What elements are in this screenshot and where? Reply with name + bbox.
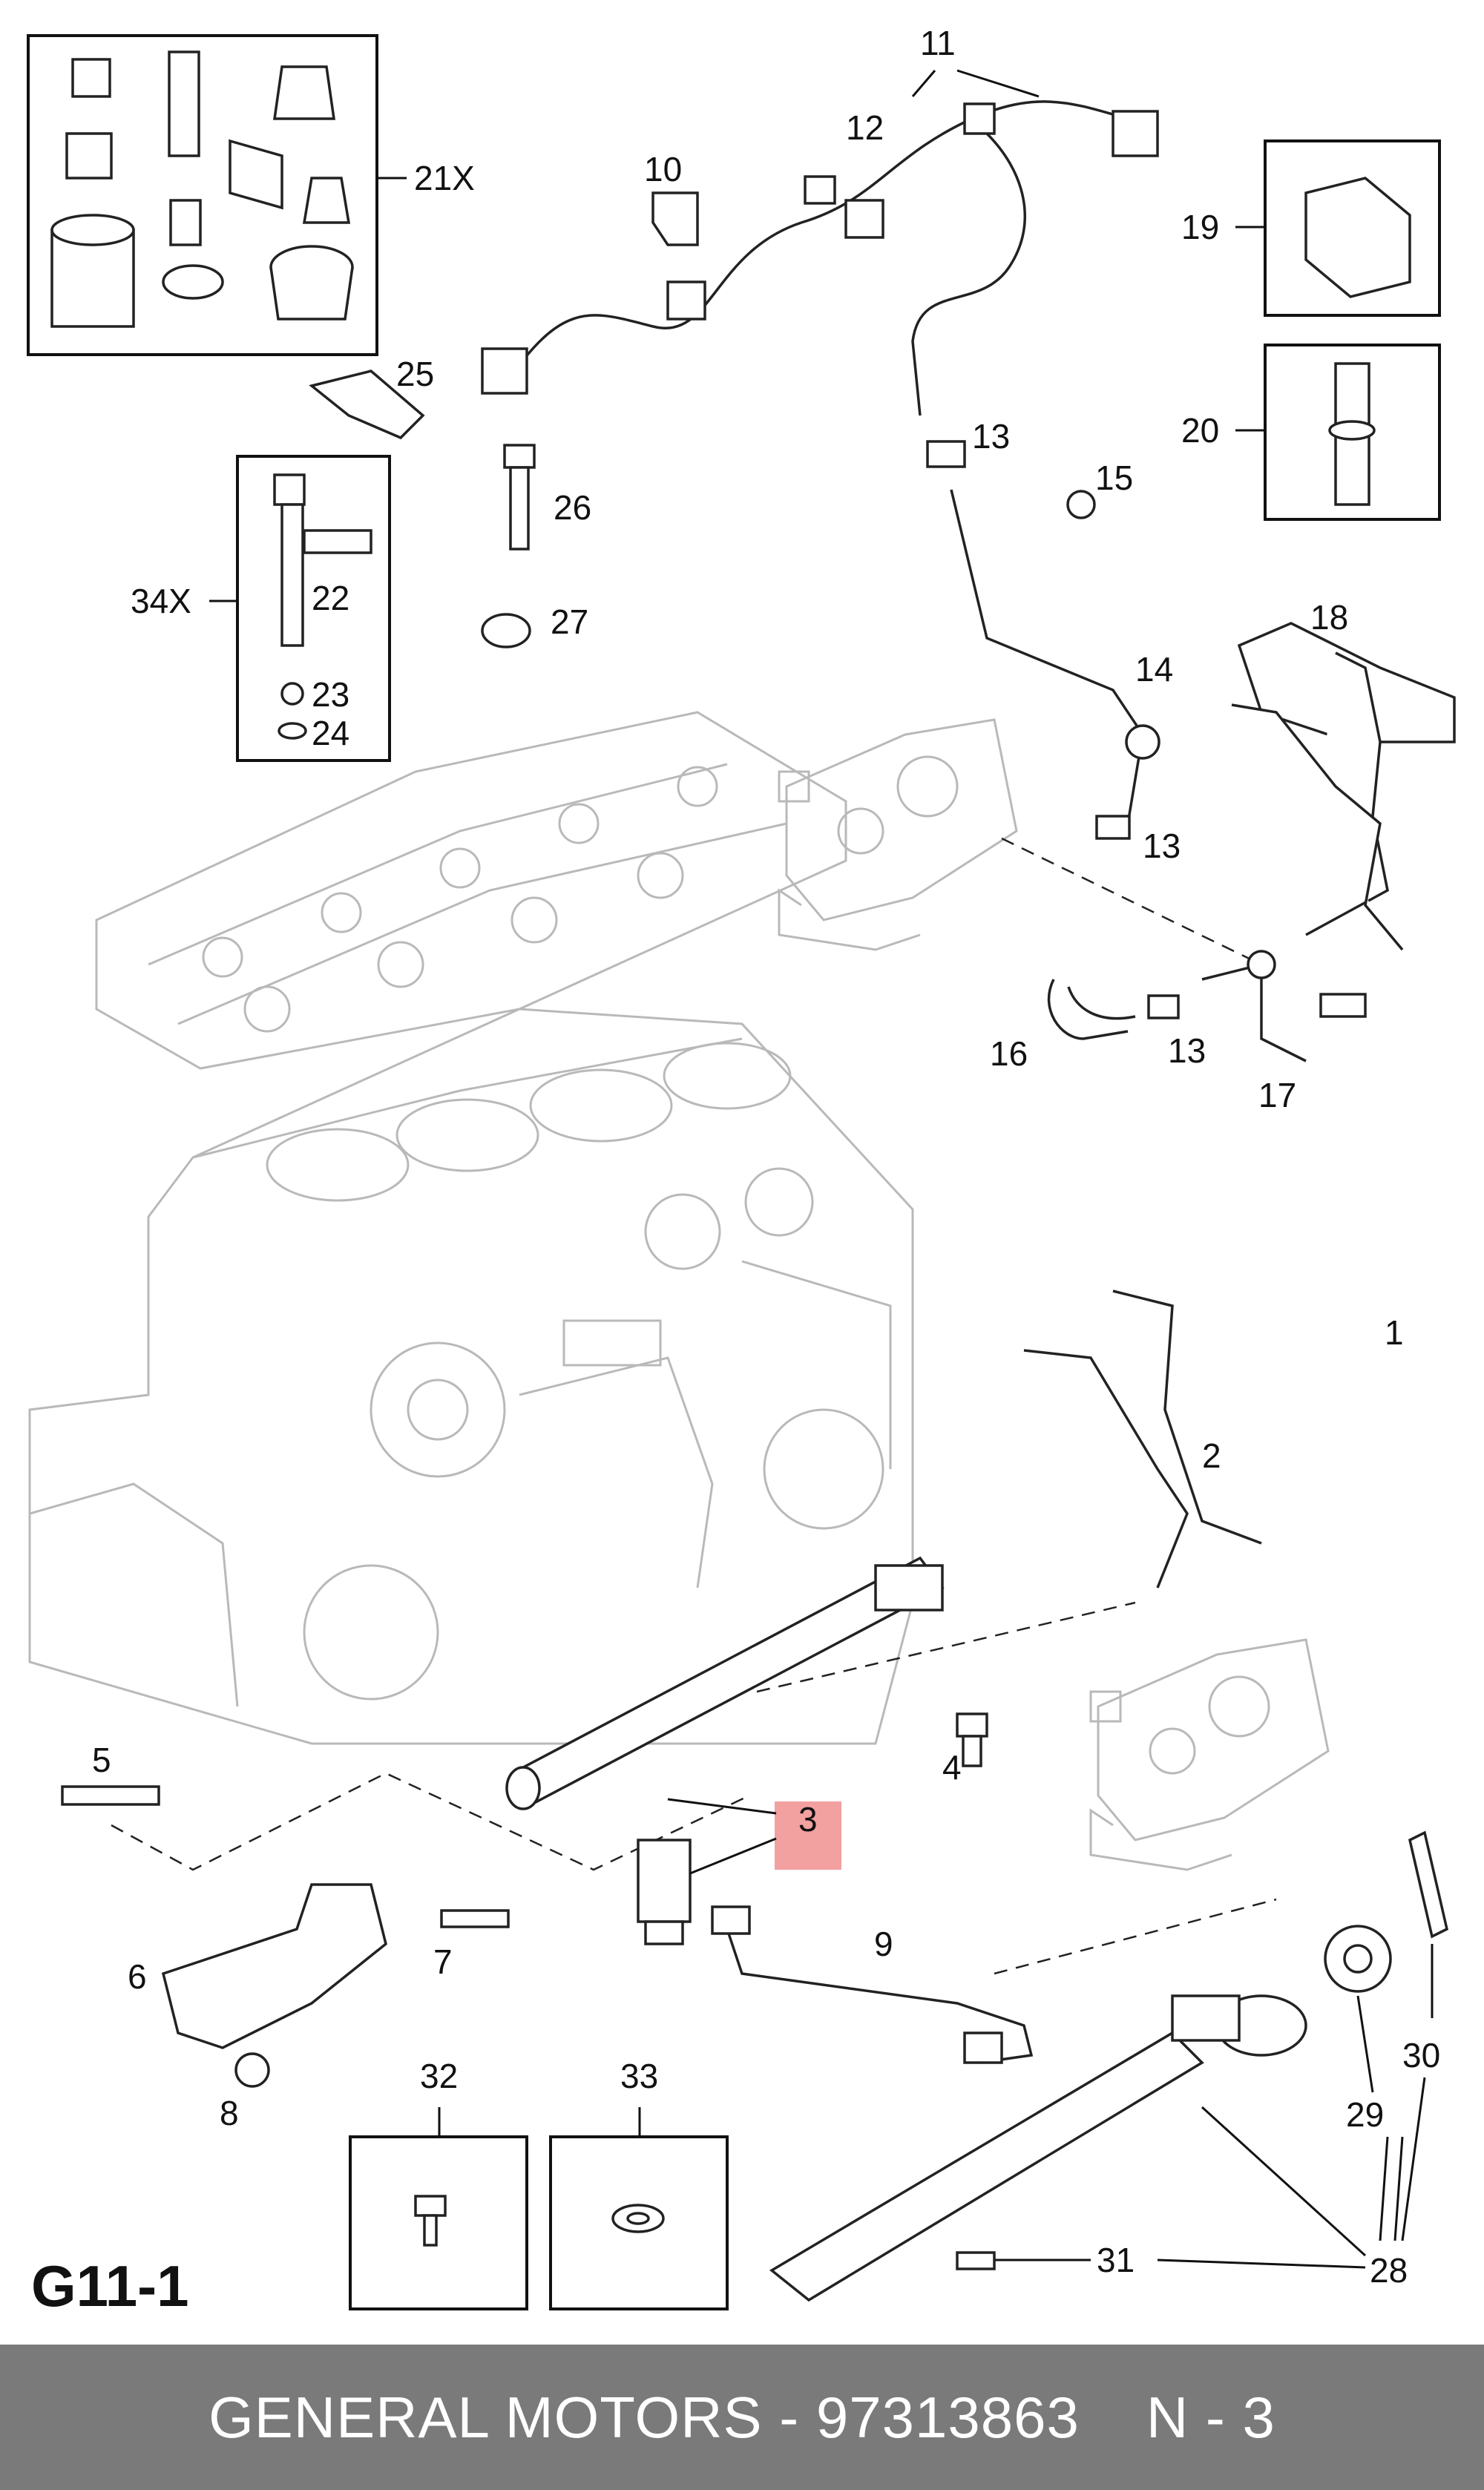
box-33: 33 [549, 2057, 729, 2310]
plug-27 [481, 613, 531, 648]
label-2: 2 [1202, 1436, 1221, 1475]
cap-12 [804, 175, 836, 205]
label-7: 7 [433, 1942, 453, 1981]
label-26: 26 [554, 488, 591, 527]
engine-block-outline [28, 1008, 914, 1745]
clip-25 [309, 369, 425, 440]
label-10: 10 [644, 150, 682, 188]
label-12: 12 [846, 108, 884, 147]
clip-30 [1408, 1830, 1449, 1939]
cylinder-head-outline [95, 711, 847, 1070]
label-28: 28 [1370, 2251, 1408, 2290]
label-18: 18 [1310, 598, 1348, 637]
clamp-13-mid [1095, 815, 1131, 840]
pipe-14 [950, 489, 1160, 824]
bolt-7 [440, 1909, 510, 1928]
label-21x: 21X [414, 159, 475, 197]
clamp-13-low [1147, 994, 1180, 1019]
label-11: 11 [920, 24, 956, 62]
footer-part-number: 97313863 [815, 2384, 1080, 2450]
fuel-injector [273, 473, 372, 740]
label-20: 20 [1181, 411, 1219, 450]
label-33: 33 [620, 2057, 658, 2095]
exploded-parts-diagram: 21X 34X 22 23 24 19 20 32 [27, 24, 1456, 2319]
pipe-17 [1201, 950, 1367, 1062]
label-34x: 34X [131, 582, 191, 620]
footer-separator: - [779, 2384, 800, 2450]
nut-15 [1066, 490, 1096, 519]
label-13-mid: 13 [1143, 827, 1181, 865]
label-31: 31 [1097, 2241, 1135, 2279]
label-6: 6 [128, 1957, 147, 1996]
regulator-29 [1324, 1925, 1392, 1993]
label-3: 3 [798, 1800, 818, 1839]
label-14: 14 [1135, 650, 1173, 689]
label-22: 22 [312, 579, 349, 617]
return-rail-28 [769, 1994, 1307, 2302]
clip-10 [651, 191, 699, 246]
label-27: 27 [551, 602, 588, 641]
injection-pump-outline-top [778, 718, 1018, 951]
kit-box-21x: 21X [27, 34, 475, 356]
fuel-return-line [481, 100, 1159, 416]
box-32: 32 [349, 2057, 528, 2310]
pipe-9 [711, 1905, 1034, 2064]
label-25: 25 [396, 355, 434, 393]
label-23: 23 [312, 675, 349, 714]
bolt-26 [503, 444, 536, 551]
label-4: 4 [942, 1748, 962, 1787]
hose-16 [1047, 979, 1136, 1040]
label-9: 9 [874, 1925, 893, 1963]
footer-position: N - 3 [1146, 2384, 1275, 2450]
label-17: 17 [1258, 1076, 1296, 1114]
bolt-31 [956, 2251, 996, 2270]
stud-5 [61, 1785, 160, 1806]
injection-pump-outline-bottom [1089, 1638, 1330, 1871]
footer-brand: GENERAL MOTORS [209, 2384, 763, 2450]
label-30: 30 [1402, 2036, 1440, 2075]
label-1: 1 [1385, 1313, 1404, 1352]
fuel-rail [505, 1556, 945, 1810]
label-8: 8 [220, 2094, 239, 2132]
box-20: 20 [1181, 344, 1441, 521]
bolt-4 [956, 1712, 988, 1767]
nut-8 [234, 2052, 270, 2088]
label-16: 16 [990, 1034, 1028, 1073]
label-5: 5 [92, 1741, 111, 1779]
label-29: 29 [1346, 2095, 1384, 2134]
kit-box-34x: 34X 22 23 24 [131, 455, 391, 762]
box-19: 19 [1181, 139, 1441, 317]
label-13-low: 13 [1168, 1031, 1206, 1070]
pipe-set-1 [1231, 651, 1404, 951]
pipe-set-2 [1023, 1290, 1262, 1589]
label-19: 19 [1181, 208, 1219, 246]
label-15: 15 [1095, 459, 1133, 497]
section-code: G11-1 [31, 2253, 188, 2319]
label-13-top: 13 [972, 417, 1010, 456]
pressure-sensor-3 [637, 1839, 692, 1945]
highlight-part-3 [775, 1801, 841, 1870]
label-24: 24 [312, 714, 349, 752]
bracket-6 [161, 1883, 387, 2049]
clamp-13-top [926, 440, 966, 468]
label-32: 32 [420, 2057, 458, 2095]
footer-bar: GENERAL MOTORS - 97313863 N - 3 [0, 2345, 1484, 2490]
